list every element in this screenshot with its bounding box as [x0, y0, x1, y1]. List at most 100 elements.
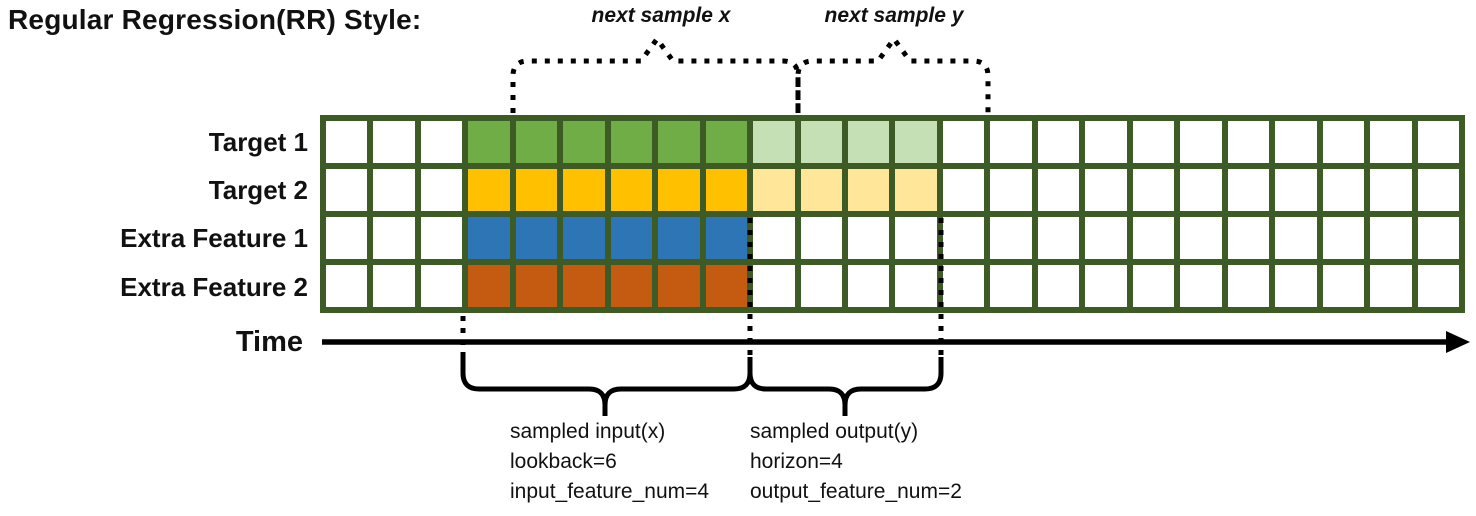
grid-cell	[753, 169, 795, 211]
next-sample-x-brace	[510, 34, 801, 113]
grid-cell	[515, 169, 558, 211]
grid-cell	[1085, 121, 1127, 163]
grid-cell	[1227, 217, 1270, 259]
grid-cell	[848, 121, 890, 163]
grid-cell	[373, 265, 415, 307]
grid-cell	[705, 217, 748, 259]
grid-cell	[610, 265, 653, 307]
output-feature-num-value: output_feature_num=2	[750, 480, 962, 503]
grid-cell	[753, 265, 795, 307]
grid-cell	[1322, 265, 1365, 307]
grid-cell	[942, 217, 985, 259]
grid-cell	[1227, 121, 1270, 163]
grid-cell	[563, 217, 605, 259]
grid-cell	[1037, 121, 1080, 163]
sampled-input-title: sampled input(x)	[510, 420, 666, 443]
lookback-value: lookback=6	[510, 450, 617, 473]
grid-cell	[658, 265, 700, 307]
grid-cell	[800, 121, 843, 163]
grid-cell	[942, 265, 985, 307]
time-axis-label: Time	[235, 326, 303, 358]
grid-cell	[468, 217, 510, 259]
grid-cell	[1322, 217, 1365, 259]
sampled-input-annotation: sampled input(x) lookback=6 input_featur…	[510, 417, 709, 507]
grid-cell	[1275, 265, 1317, 307]
diagram-title: Regular Regression(RR) Style:	[8, 4, 422, 35]
grid-cell	[326, 217, 368, 259]
grid-cell	[468, 121, 510, 163]
grid-cell	[1085, 169, 1127, 211]
grid-cell	[1132, 265, 1175, 307]
next-sample-x-label: next sample x	[591, 4, 731, 27]
grid-cell	[420, 265, 463, 307]
grid-cell	[1370, 169, 1412, 211]
grid-cell	[705, 265, 748, 307]
row-label-target-2: Target 2	[208, 175, 308, 205]
grid-cell	[1322, 121, 1365, 163]
grid-cell	[895, 121, 937, 163]
sampled-output-brace	[747, 357, 944, 416]
next-sample-y-label: next sample y	[824, 4, 964, 27]
grid-cell	[942, 121, 985, 163]
grid-cell	[753, 217, 795, 259]
grid-cell	[1037, 169, 1080, 211]
sampled-input-brace	[460, 357, 753, 416]
grid-cell	[990, 169, 1032, 211]
grid-cell	[1322, 169, 1365, 211]
grid-cell	[658, 217, 700, 259]
grid-cell	[373, 217, 415, 259]
next-sample-y-brace	[795, 34, 991, 113]
grid-cell	[990, 265, 1032, 307]
grid-cell	[658, 121, 700, 163]
grid	[320, 115, 1465, 313]
grid-cell	[563, 169, 605, 211]
grid-cell	[1227, 169, 1270, 211]
grid-cell	[1132, 121, 1175, 163]
horizon-value: horizon=4	[750, 450, 843, 473]
grid-cell	[1370, 265, 1412, 307]
grid-cell	[563, 265, 605, 307]
grid-cell	[326, 121, 368, 163]
sampled-output-annotation: sampled output(y) horizon=4 output_featu…	[750, 417, 962, 507]
grid-cell	[420, 169, 463, 211]
grid-cell	[1132, 217, 1175, 259]
grid-cell	[610, 217, 653, 259]
grid-cell	[373, 121, 415, 163]
row-label-target-1: Target 1	[208, 127, 308, 157]
grid-cell	[1180, 265, 1222, 307]
grid-cell	[848, 217, 890, 259]
grid-cell	[326, 265, 368, 307]
grid-cell	[1370, 217, 1412, 259]
grid-cell	[1417, 121, 1459, 163]
grid-cell	[895, 217, 937, 259]
grid-cell	[848, 265, 890, 307]
grid-cell	[515, 265, 558, 307]
grid-cell	[800, 169, 843, 211]
grid-cell	[1085, 217, 1127, 259]
grid-cell	[1370, 121, 1412, 163]
grid-cell	[990, 217, 1032, 259]
grid-cell	[705, 169, 748, 211]
grid-cell	[1037, 265, 1080, 307]
grid-cell	[1417, 169, 1459, 211]
grid-cell	[942, 169, 985, 211]
grid-cell	[1275, 169, 1317, 211]
grid-cell	[1180, 169, 1222, 211]
grid-cell	[610, 169, 653, 211]
grid-cell	[1275, 217, 1317, 259]
grid-cell	[1085, 265, 1127, 307]
grid-cell	[1275, 121, 1317, 163]
grid-cell	[800, 265, 843, 307]
grid-cell	[373, 169, 415, 211]
grid-cell	[420, 217, 463, 259]
grid-cell	[1417, 265, 1459, 307]
grid-cell	[1417, 217, 1459, 259]
sampled-output-title: sampled output(y)	[750, 420, 919, 443]
grid-cell	[1037, 217, 1080, 259]
grid-cell	[610, 121, 653, 163]
grid-cell	[1227, 265, 1270, 307]
grid-cell	[990, 121, 1032, 163]
grid-cell	[800, 217, 843, 259]
row-label-extra-feature-2: Extra Feature 2	[120, 272, 308, 302]
grid-cell	[420, 121, 463, 163]
